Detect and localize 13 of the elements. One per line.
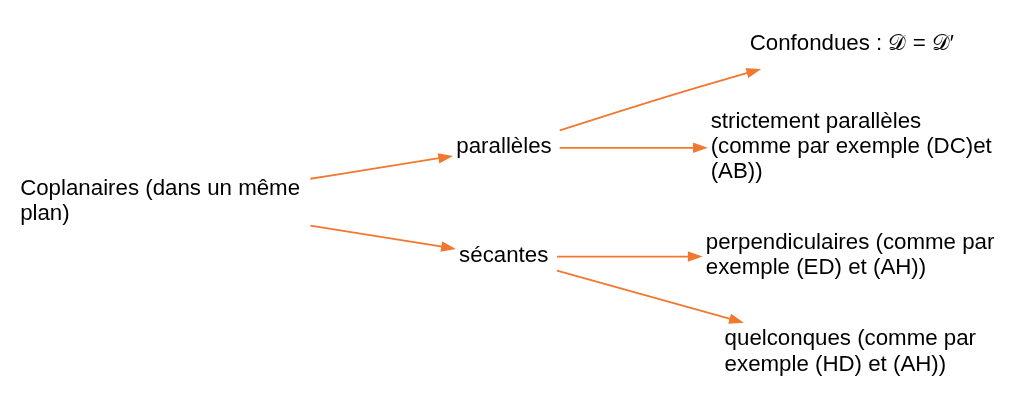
node-text: strictement parallèles (comme par exemple (DC)et (AB)): [710, 107, 992, 183]
node-text: Confondues : 𝒟 = 𝒟′: [749, 29, 954, 55]
arrow: [555, 269, 744, 324]
arrow: [308, 152, 453, 180]
arrow: [308, 224, 456, 252]
node-text: perpendiculaires (comme par exemple (ED) et (AH)): [705, 228, 994, 279]
node-text: parallèles: [455, 132, 552, 158]
node-text: quelconques (comme par exemple (HD) et (AH)): [724, 324, 976, 376]
arrow: [558, 142, 708, 153]
node-text: Coplanaires (dans un même plan): [19, 174, 300, 225]
node-text: sécantes: [458, 241, 548, 267]
arrow: [555, 250, 703, 262]
arrow: [558, 67, 761, 131]
